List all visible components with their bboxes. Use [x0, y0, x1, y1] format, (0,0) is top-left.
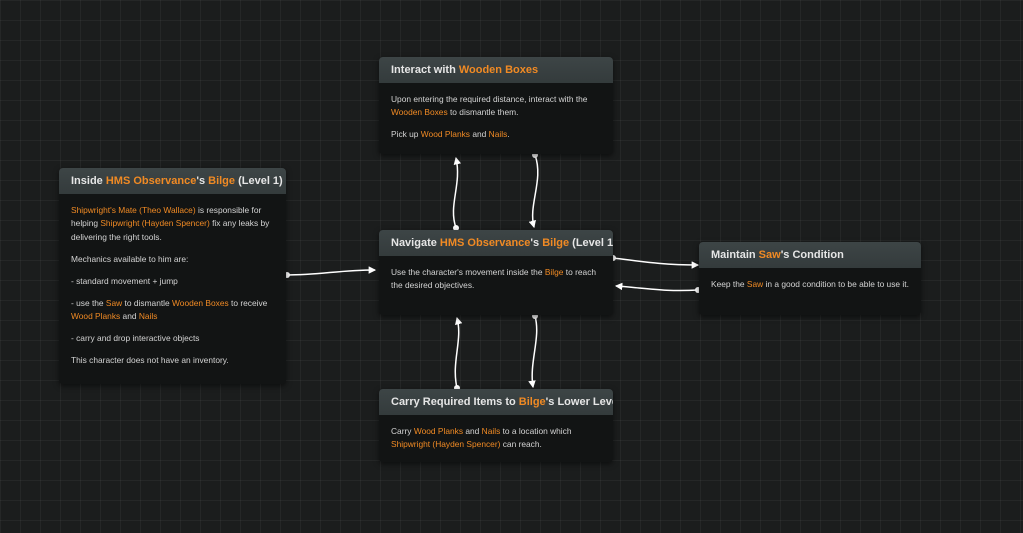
highlighted-term: Bilge [545, 267, 564, 277]
text-run: can reach. [500, 439, 541, 449]
highlighted-term: Shipwright (Hayden Spencer) [100, 218, 209, 228]
text-run: to dismantle [122, 298, 172, 308]
description-paragraph: Shipwright's Mate (Theo Wallace) is resp… [71, 204, 274, 244]
node-description: Carry Wood Planks and Nails to a locatio… [379, 415, 613, 460]
highlighted-term: Saw [759, 249, 781, 261]
description-paragraph: Pick up Wood Planks and Nails. [391, 128, 601, 141]
highlighted-term: Wood Planks [414, 426, 463, 436]
description-paragraph: Upon entering the required distance, int… [391, 93, 601, 120]
text-run: to a location which [500, 426, 571, 436]
highlighted-term: Wooden Boxes [459, 64, 538, 76]
text-run: Interact with [391, 64, 459, 76]
text-run: . [507, 129, 509, 139]
text-run: This character does not have an inventor… [71, 355, 229, 365]
text-run: and [470, 129, 489, 139]
text-run: to dismantle them. [448, 107, 519, 117]
text-run: Upon entering the required distance, int… [391, 94, 587, 104]
text-run: Mechanics available to him are: [71, 254, 188, 264]
text-run: 's Lower Level [546, 396, 613, 408]
text-run: Pick up [391, 129, 421, 139]
text-run: - carry and drop interactive objects [71, 333, 199, 343]
highlighted-term: Wood Planks [421, 129, 470, 139]
text-run: Use the character's movement inside the [391, 267, 545, 277]
node-description: Upon entering the required distance, int… [379, 83, 613, 150]
node-inside-bilge[interactable]: Inside HMS Observance's Bilge (Level 1) … [59, 168, 286, 384]
text-run: - standard movement + jump [71, 276, 178, 286]
description-paragraph: Keep the Saw in a good condition to be a… [711, 278, 909, 291]
highlighted-term: Wooden Boxes [391, 107, 448, 117]
node-title: Maintain Saw's Condition [699, 242, 921, 268]
edge-carry-to-navigate [454, 318, 460, 391]
description-paragraph: - use the Saw to dismantle Wooden Boxes … [71, 297, 274, 324]
text-run: 's [530, 237, 542, 249]
edge-inside-to-navigate [284, 270, 375, 278]
highlighted-term: Nails [489, 129, 508, 139]
node-navigate-bilge[interactable]: Navigate HMS Observance's Bilge (Level 1… [379, 230, 613, 315]
description-paragraph: This character does not have an inventor… [71, 354, 274, 367]
node-title: Inside HMS Observance's Bilge (Level 1) [59, 168, 286, 194]
text-run: and [463, 426, 482, 436]
node-title: Carry Required Items to Bilge's Lower Le… [379, 389, 613, 415]
description-paragraph: Use the character's movement inside the … [391, 266, 601, 293]
edge-interact-to-navigate [532, 152, 538, 227]
highlighted-term: HMS Observance [440, 237, 530, 249]
text-run: (Level 1) [569, 237, 613, 249]
node-carry-items[interactable]: Carry Required Items to Bilge's Lower Le… [379, 389, 613, 462]
highlighted-term: Saw [106, 298, 122, 308]
text-run: Navigate [391, 237, 440, 249]
node-title: Navigate HMS Observance's Bilge (Level 1… [379, 230, 613, 256]
edge-navigate-to-carry [532, 313, 538, 387]
text-run: (Level 1) [235, 175, 283, 187]
highlighted-term: Shipwright (Hayden Spencer) [391, 439, 500, 449]
highlighted-term: HMS Observance [106, 175, 196, 187]
text-run: Carry [391, 426, 414, 436]
highlighted-term: Nails [482, 426, 501, 436]
highlighted-term: Nails [139, 311, 158, 321]
text-run: and [120, 311, 139, 321]
edge-maintain-to-navigate [616, 286, 701, 293]
highlighted-term: Bilge [542, 237, 569, 249]
description-paragraph: - carry and drop interactive objects [71, 332, 274, 345]
text-run: Inside [71, 175, 106, 187]
text-run: 's Condition [781, 249, 844, 261]
node-description: Keep the Saw in a good condition to be a… [699, 268, 921, 299]
text-run: to receive [229, 298, 268, 308]
highlighted-term: Saw [747, 279, 763, 289]
edge-navigate-to-maintain [610, 255, 698, 265]
highlighted-term: Shipwright's Mate (Theo Wallace) [71, 205, 196, 215]
text-run: Carry Required Items to [391, 396, 519, 408]
highlighted-term: Wood Planks [71, 311, 120, 321]
description-paragraph: Mechanics available to him are: [71, 253, 274, 266]
text-run: Keep the [711, 279, 747, 289]
node-interact-wooden-boxes[interactable]: Interact with Wooden Boxes Upon entering… [379, 57, 613, 154]
highlighted-term: Bilge [208, 175, 235, 187]
node-description: Use the character's movement inside the … [379, 256, 613, 301]
highlighted-term: Wooden Boxes [172, 298, 229, 308]
highlighted-term: Bilge [519, 396, 546, 408]
text-run: in a good condition to be able to use it… [763, 279, 909, 289]
node-title: Interact with Wooden Boxes [379, 57, 613, 83]
text-run: 's [196, 175, 208, 187]
node-maintain-saw[interactable]: Maintain Saw's Condition Keep the Saw in… [699, 242, 921, 315]
text-run: - use the [71, 298, 106, 308]
description-paragraph: - standard movement + jump [71, 275, 274, 288]
text-run: Maintain [711, 249, 759, 261]
edge-navigate-to-interact [453, 158, 459, 231]
node-description: Shipwright's Mate (Theo Wallace) is resp… [59, 194, 286, 376]
description-paragraph: Carry Wood Planks and Nails to a locatio… [391, 425, 601, 452]
